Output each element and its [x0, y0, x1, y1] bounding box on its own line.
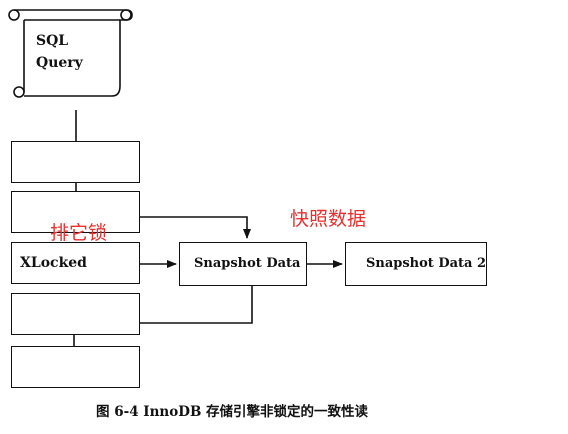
sql-label: SQL: [36, 33, 69, 49]
row-box-4: [11, 293, 140, 335]
snapshot-data-box: Snapshot Data: [179, 242, 307, 286]
query-label: Query: [36, 55, 83, 71]
exclusive-lock-annotation: 排它锁: [50, 222, 108, 244]
row-box-xlocked: XLocked: [11, 242, 140, 284]
row-box-2: [11, 191, 140, 233]
figure-caption: 图 6-4 InnoDB 存储引擎非锁定的一致性读: [96, 404, 369, 420]
sql-query-scroll-shape: [8, 9, 133, 98]
snapshot-data-2-box: Snapshot Data 2: [345, 242, 487, 286]
xlocked-label: XLocked: [20, 255, 87, 271]
snapshot-to-row-connector: [70, 286, 253, 369]
row-box-5: [11, 346, 140, 388]
snapshot-data-label: Snapshot Data: [194, 256, 301, 271]
snapshot-data-2-label: Snapshot Data 2: [366, 256, 487, 271]
snapshot-data-annotation: 快照数据: [290, 208, 367, 230]
row-box-1: [11, 141, 140, 183]
